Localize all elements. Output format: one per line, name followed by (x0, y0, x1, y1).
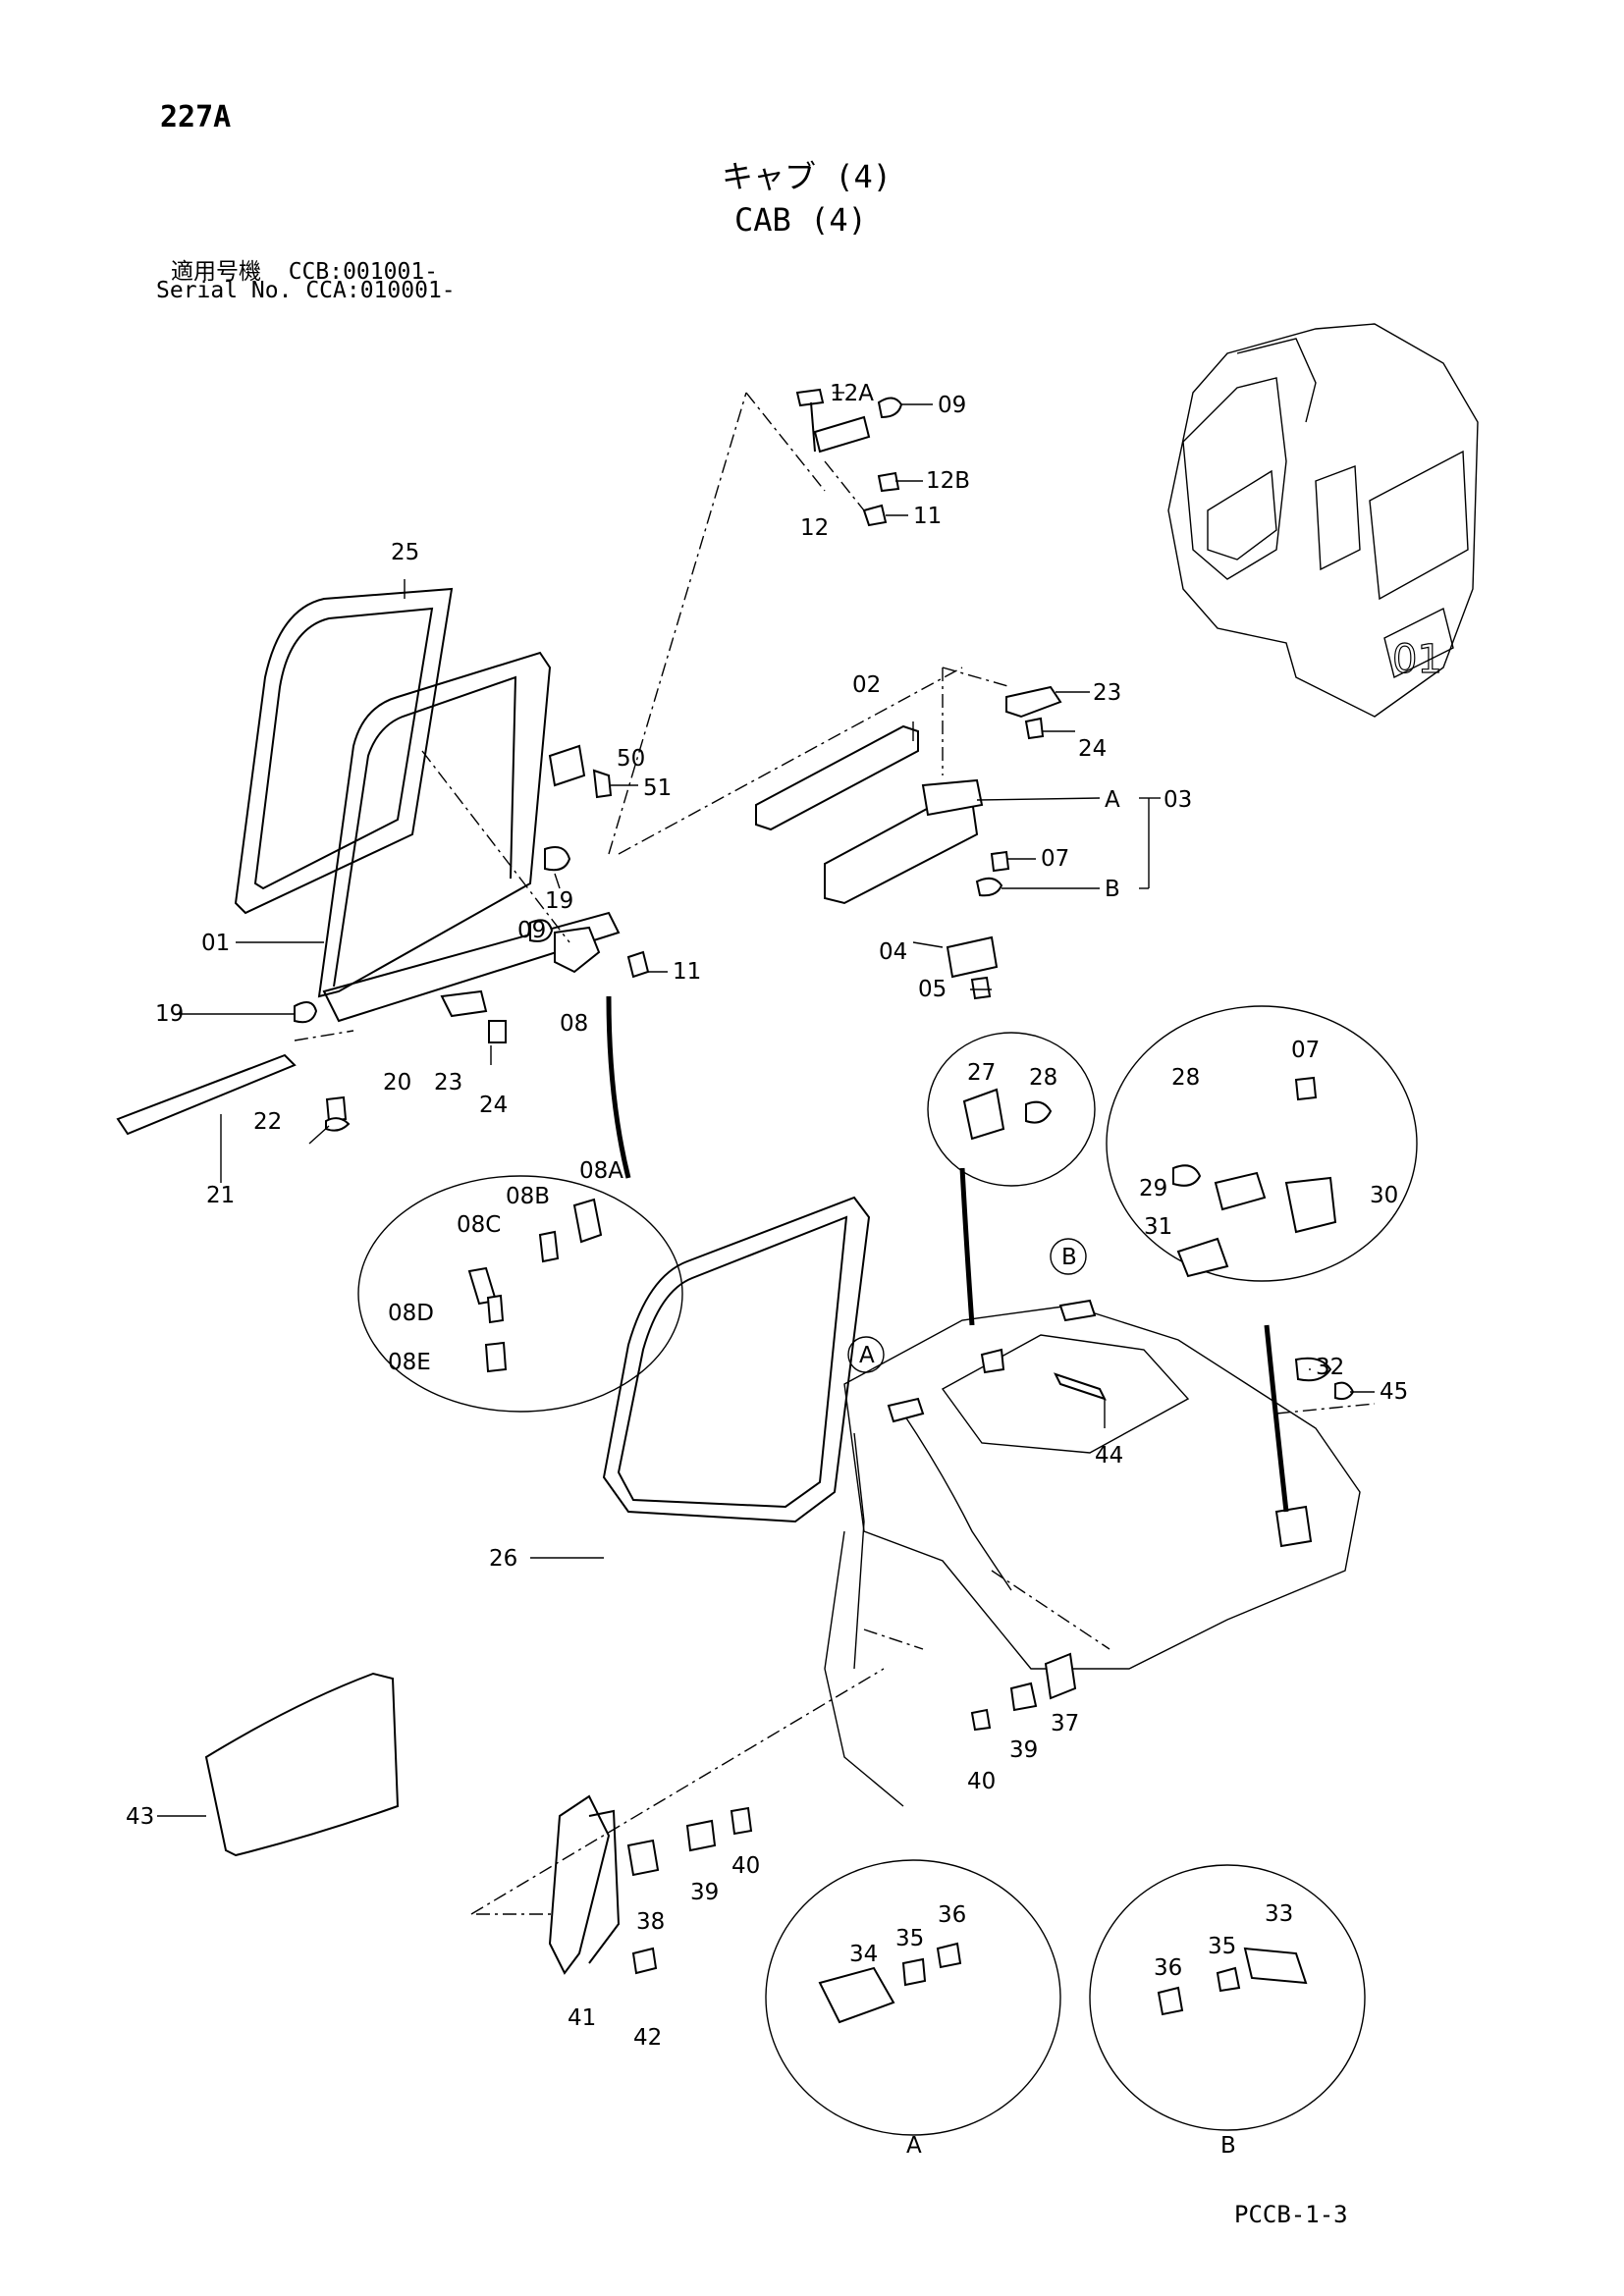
view-a-circle (765, 1859, 1061, 2136)
callout-40-lower: 40 (731, 1853, 760, 1879)
pin-detail-circle (357, 995, 683, 1413)
callout-21: 21 (206, 1183, 235, 1208)
callout-44: 44 (1095, 1443, 1123, 1468)
callout-28: 28 (1029, 1065, 1057, 1091)
callout-12B: 12B (926, 468, 970, 494)
callout-08D: 08D (388, 1301, 434, 1326)
view-b-circle (1089, 1864, 1366, 2131)
callout-12A: 12A (830, 381, 874, 406)
callout-33: 33 (1265, 1901, 1293, 1927)
callout-36: 36 (938, 1902, 966, 1928)
callout-35: 35 (895, 1926, 924, 1951)
callout-19-lower: 19 (155, 1001, 184, 1027)
callout-08E: 08E (388, 1350, 431, 1375)
callout-04: 04 (879, 939, 907, 965)
callout-03: 03 (1164, 787, 1192, 813)
upper-hinge-parts (795, 388, 903, 527)
slide-rail-parts (755, 667, 1161, 1000)
callout-41: 41 (568, 2005, 596, 2031)
callout-11-lower: 11 (673, 959, 701, 985)
callout-08A: 08A (579, 1158, 623, 1184)
callout-29: 29 (1139, 1176, 1167, 1201)
callout-27: 27 (967, 1060, 996, 1086)
page-number: 227A (160, 100, 232, 134)
callout-25: 25 (391, 540, 419, 565)
leader-lines (157, 392, 1375, 1817)
callout-34: 34 (849, 1942, 878, 1967)
page-title-english: CAB (4) (734, 201, 867, 239)
callout-31: 31 (1144, 1214, 1172, 1240)
callout-23: 23 (1093, 680, 1121, 706)
callout-45: 45 (1380, 1379, 1408, 1405)
callout-20: 20 (383, 1070, 411, 1095)
callout-07-detail: 07 (1291, 1038, 1320, 1063)
callout-A-ref: A (1105, 787, 1120, 813)
view-A-label: A (906, 2133, 922, 2159)
callout-32: 32 (1316, 1355, 1344, 1380)
callout-51: 51 (643, 775, 672, 801)
pillar-bracket-parts (476, 1794, 753, 1975)
footer-page-code: PCCB-1-3 (1234, 2201, 1348, 2228)
callout-28-detail: 28 (1171, 1065, 1200, 1091)
cab-roof-structure (470, 1167, 1376, 1915)
callout-01: 01 (201, 931, 230, 956)
callout-11: 11 (913, 504, 942, 529)
callout-26: 26 (489, 1546, 517, 1572)
callout-09: 09 (938, 393, 966, 418)
callout-labels: 12A 09 12B 12 11 25 50 51 02 23 24 A 03 … (126, 381, 1408, 2159)
callout-42: 42 (633, 2025, 662, 2051)
latch-detail-circle (927, 1032, 1096, 1187)
callout-12: 12 (800, 515, 829, 541)
callout-19: 19 (545, 888, 573, 914)
callout-37: 37 (1051, 1711, 1079, 1736)
callout-30: 30 (1370, 1183, 1398, 1208)
callout-38: 38 (636, 1909, 665, 1935)
callout-43: 43 (126, 1804, 154, 1830)
callout-24: 24 (1078, 736, 1107, 762)
callout-35-view-b: 35 (1208, 1934, 1236, 1959)
callout-40: 40 (967, 1769, 996, 1794)
callout-23-lower: 23 (434, 1070, 462, 1095)
callout-09-lower: 09 (517, 918, 546, 943)
callout-08: 08 (560, 1011, 588, 1037)
applicable-serial-japanese: 適用号機 CCB:001001- (171, 259, 439, 285)
callout-24-lower: 24 (479, 1093, 508, 1118)
callout-50: 50 (617, 746, 645, 772)
cab-overview-sketch: 01 (1167, 323, 1479, 718)
marker-B: B (1061, 1245, 1077, 1270)
callout-B-ref: B (1105, 877, 1120, 902)
callout-39-lower: 39 (690, 1880, 719, 1905)
callout-08C: 08C (457, 1212, 501, 1238)
applicable-serial-english: Serial No. CCA:010001- (156, 278, 456, 303)
striker-detail-circle (1106, 1005, 1418, 1282)
view-B-label: B (1220, 2133, 1236, 2159)
callout-08B: 08B (506, 1184, 550, 1209)
callout-39: 39 (1009, 1737, 1038, 1763)
callout-36-view-b: 36 (1154, 1955, 1182, 1981)
page-title-japanese: キャブ (4) (722, 158, 893, 195)
door-seal-and-glass (204, 1196, 871, 1857)
door-window-frame (116, 392, 963, 1136)
marker-A: A (859, 1343, 875, 1368)
callout-05: 05 (918, 977, 947, 1002)
callout-07: 07 (1041, 846, 1069, 872)
callout-02: 02 (852, 672, 881, 698)
cab-marking-text: 01 (1392, 637, 1442, 682)
callout-22: 22 (253, 1109, 282, 1135)
